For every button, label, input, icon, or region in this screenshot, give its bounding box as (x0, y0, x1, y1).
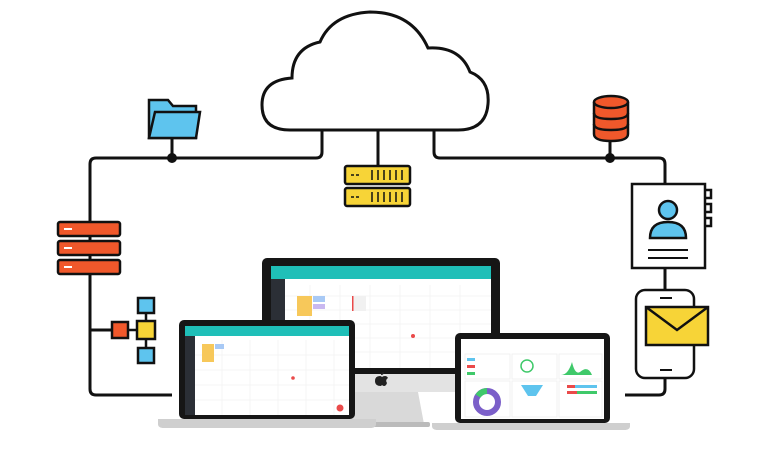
apple-logo-icon (375, 372, 388, 386)
mobile-mail-icon (634, 288, 710, 380)
folder-icon (147, 98, 202, 140)
envelope-icon (644, 305, 710, 347)
junction-dot-left (167, 153, 177, 163)
hierarchy-icon (110, 296, 157, 365)
server-stack-icon (56, 220, 122, 276)
junction-dot-right (605, 153, 615, 163)
laptop-left-screen (185, 326, 349, 415)
connector-lines (88, 128, 667, 397)
server-icon (343, 164, 412, 208)
cloud-icon (260, 10, 490, 132)
user-document-icon (630, 182, 713, 270)
laptop-right (432, 333, 630, 430)
laptop-left (158, 320, 376, 428)
database-icon (592, 94, 630, 143)
